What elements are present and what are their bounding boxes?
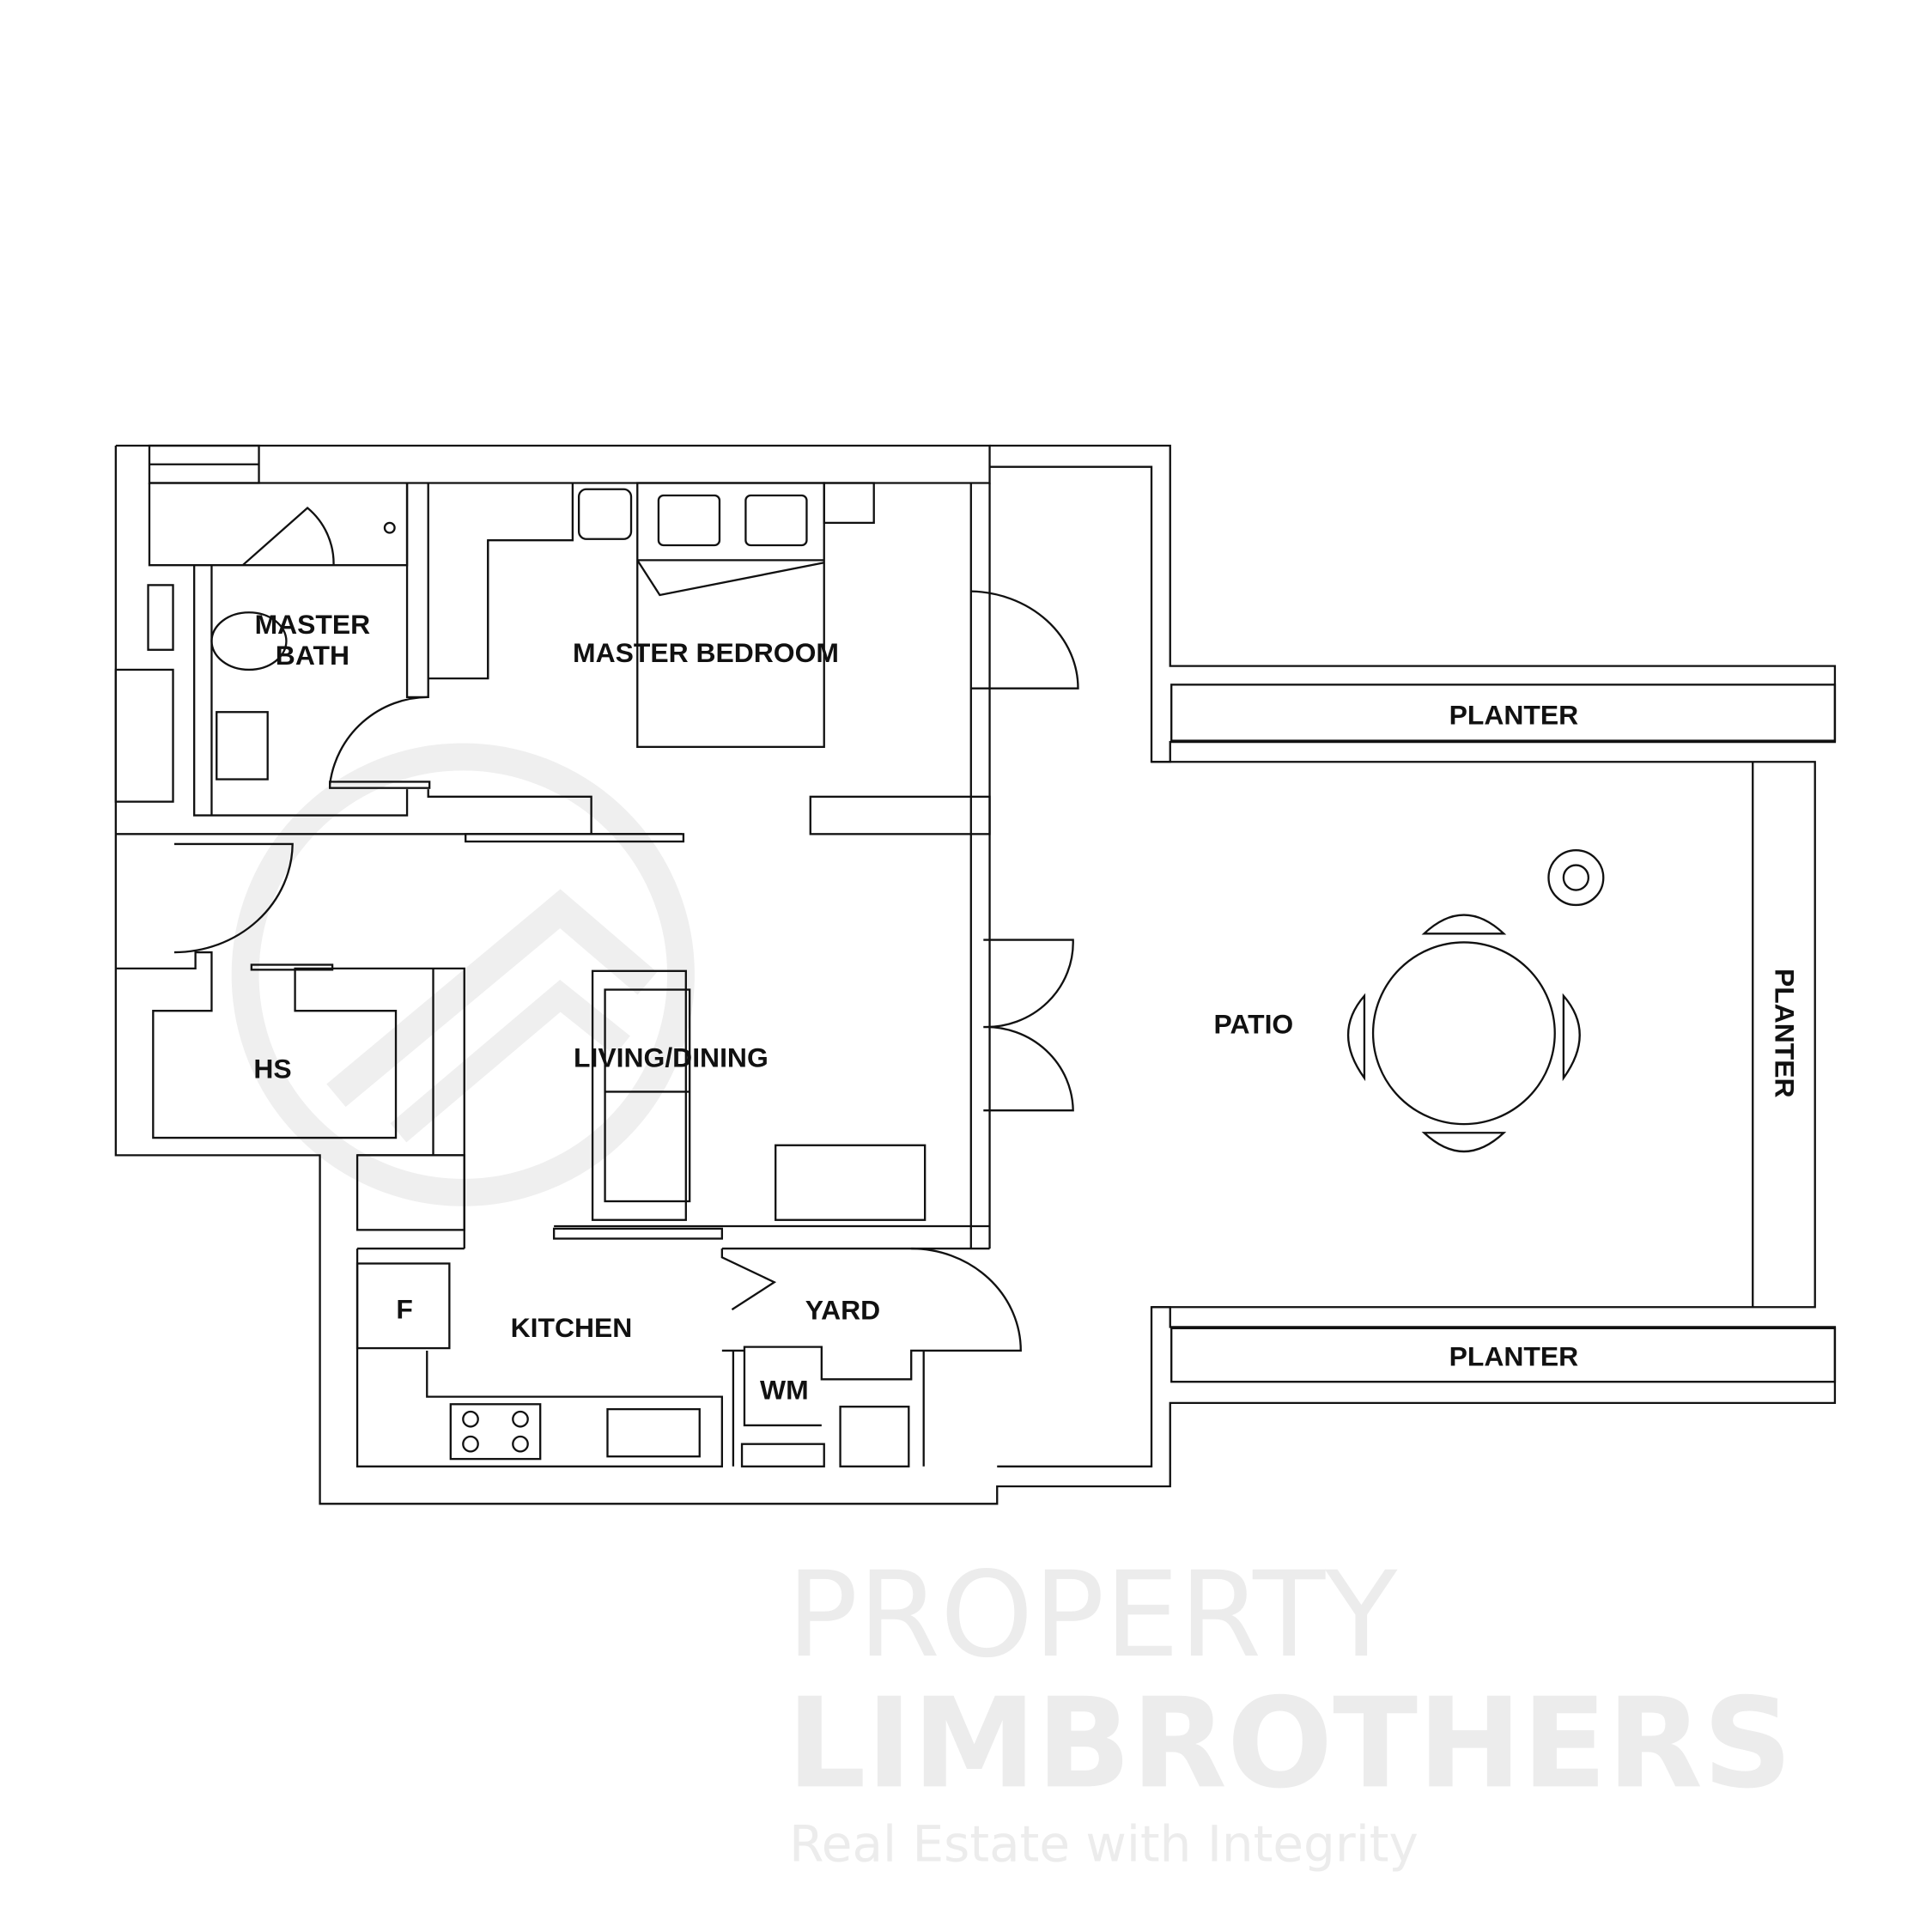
- label-planter-right: PLANTER: [1769, 969, 1800, 1098]
- label-hs: HS: [253, 1053, 291, 1084]
- label-kitchen: KITCHEN: [511, 1312, 633, 1343]
- label-patio: PATIO: [1214, 1008, 1294, 1039]
- label-washing-machine: WM: [760, 1375, 809, 1406]
- label-master-bedroom: MASTER BEDROOM: [573, 637, 839, 668]
- label-living-dining: LIVING/DINING: [574, 1042, 769, 1072]
- room-labels: MASTER BATH MASTER BEDROOM HS LIVING/DIN…: [253, 609, 1800, 1406]
- watermark-line2: LIMBROTHERS: [787, 1671, 1792, 1816]
- label-fridge: F: [396, 1293, 412, 1324]
- watermark-line1: PROPERTY: [787, 1546, 1398, 1684]
- label-planter-bottom: PLANTER: [1449, 1340, 1579, 1371]
- label-yard: YARD: [805, 1295, 880, 1326]
- watermark-logo: PROPERTY LIMBROTHERS Real Estate with In…: [231, 743, 1792, 1873]
- label-planter-top: PLANTER: [1449, 700, 1579, 731]
- plant-icon: [1547, 849, 1605, 907]
- walls: [114, 444, 1837, 1505]
- watermark-tagline: Real Estate with Integrity: [789, 1814, 1419, 1873]
- label-master-bath-2: BATH: [276, 640, 349, 671]
- label-master-bath-1: MASTER: [255, 609, 371, 640]
